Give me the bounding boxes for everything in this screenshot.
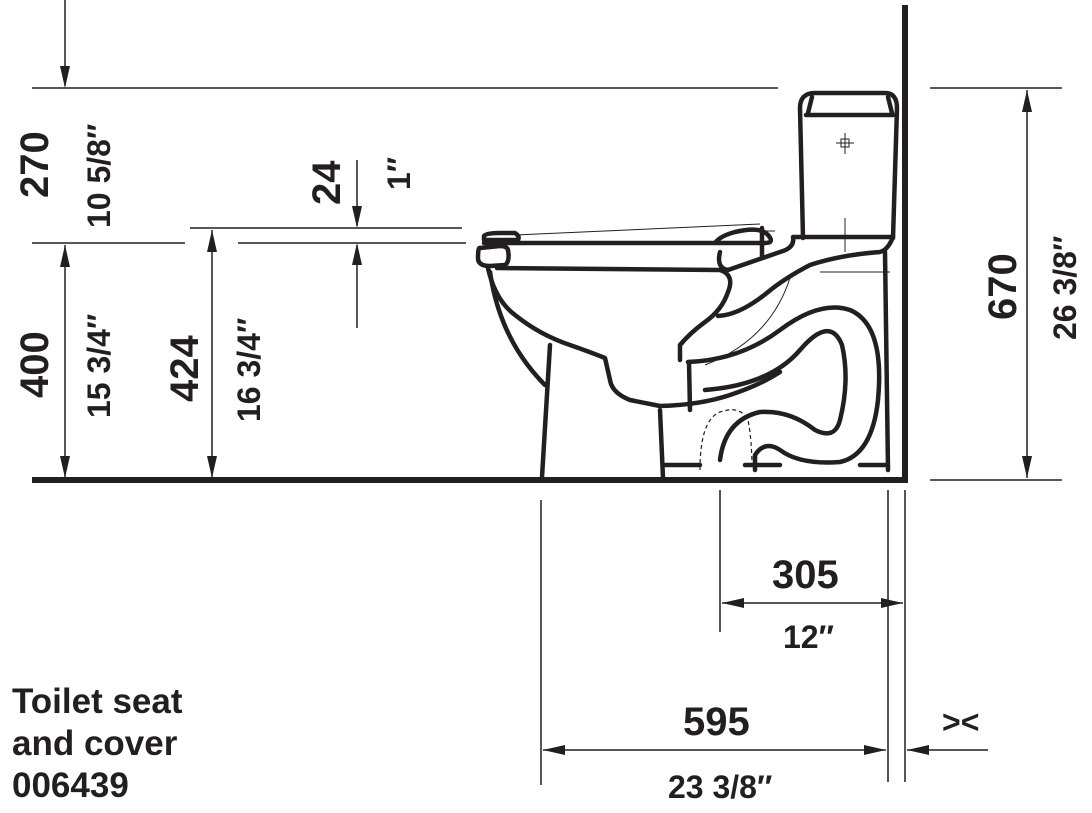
dim-595-inch-label: 23 3/8″: [668, 769, 772, 805]
dim-670-inch-label: 26 3/8″: [1047, 236, 1083, 340]
seat-cover: [481, 227, 774, 246]
dim-424-label: 424: [163, 335, 207, 402]
dim-24-arrow: [352, 160, 362, 328]
dim-670-arrow: [1022, 90, 1032, 478]
dim-270-label: 270: [13, 131, 57, 198]
bowl-outer: [485, 265, 783, 409]
body-upper: [715, 234, 896, 319]
caption-line-1: Toilet seat: [12, 682, 183, 721]
tank-lid: [803, 94, 896, 118]
dim-424-inch-label: 16 3/4″: [231, 318, 267, 422]
trapway-inner: [702, 328, 848, 463]
dim-595-label: 595: [683, 700, 750, 744]
caption-article-number: 006439: [12, 766, 129, 805]
dim-400-label: 400: [13, 331, 57, 398]
dim-424-arrow: [207, 230, 217, 478]
bowl-inner: [494, 265, 733, 363]
dim-400-arrow: [60, 245, 70, 478]
pedestal: [539, 342, 553, 480]
dim-270-arrow: [60, 0, 70, 88]
dim-400-inch-label: 15 3/4″: [81, 314, 117, 418]
outlet-dashed: [699, 409, 753, 471]
dim-670-label: 670: [981, 253, 1025, 320]
dim-24-label: 24: [305, 160, 349, 205]
base-front: [657, 359, 693, 481]
flush-button-icon: [836, 133, 854, 154]
dim-305-arrow: [722, 598, 903, 608]
toilet-side-view: [475, 90, 900, 481]
trapway-thin-line: [704, 277, 791, 366]
dim-270-inch-label: 10 5/8″: [81, 124, 117, 228]
bowl-rim: [475, 243, 511, 269]
pedestal-front: [487, 269, 548, 388]
trapway-outer: [685, 305, 882, 473]
dim-24-inch-label: 1″: [381, 157, 417, 190]
seat-front: [481, 230, 521, 243]
body-back: [882, 249, 891, 473]
dim-305-inch-label: 12″: [783, 619, 834, 655]
gap-symbol: ><: [942, 704, 979, 740]
gap-arrow: [907, 745, 988, 755]
dim-305-label: 305: [772, 553, 839, 597]
caption-line-2: and cover: [12, 724, 178, 763]
tank: [797, 90, 900, 241]
dim-595-arrow: [543, 745, 886, 755]
